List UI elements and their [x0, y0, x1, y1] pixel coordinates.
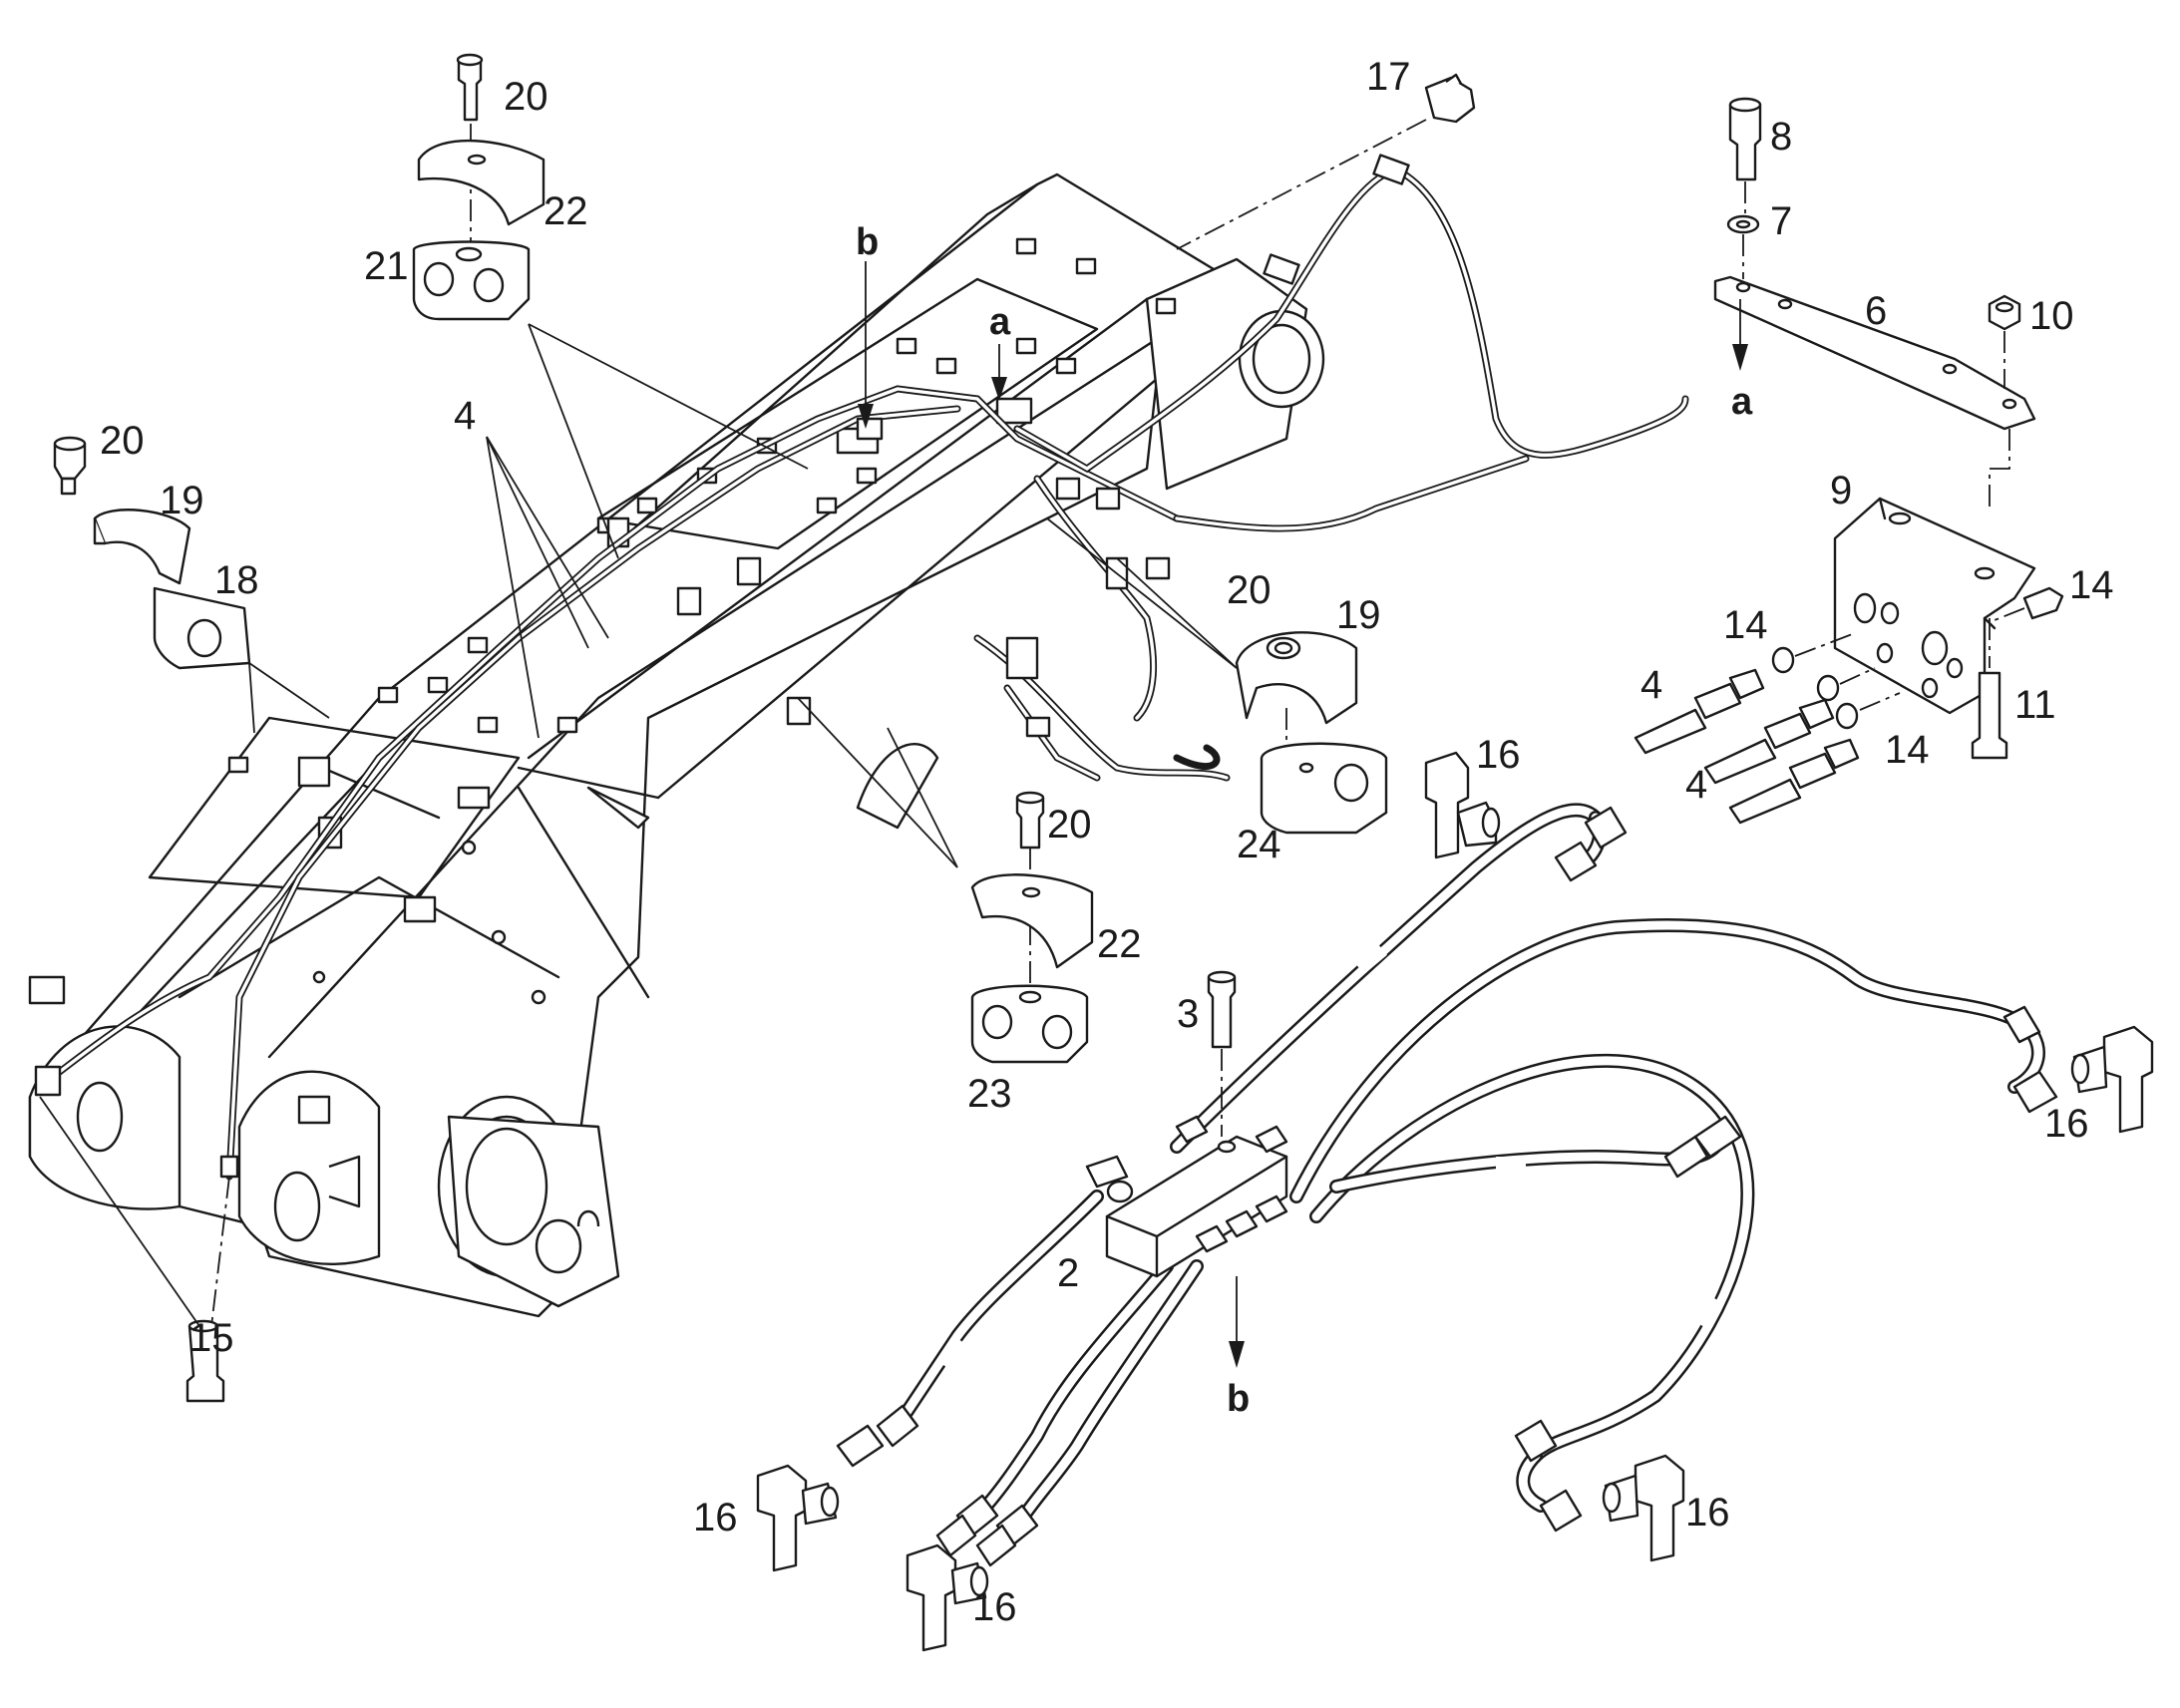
- callout-24: 24: [1237, 823, 1281, 866]
- callout-22: 22: [1097, 922, 1142, 966]
- washer-14c: [1835, 702, 1859, 730]
- callout-16: 16: [693, 1496, 738, 1539]
- callout-4: 4: [1685, 763, 1707, 807]
- callout-19: 19: [1336, 593, 1381, 637]
- callout-22: 22: [544, 189, 588, 233]
- callout-16: 16: [1476, 733, 1521, 777]
- bracket-plate-6: [1713, 275, 2036, 431]
- callout-20: 20: [504, 75, 548, 119]
- bracket-assembly: [1634, 97, 2064, 825]
- callout-20: 20: [100, 419, 145, 463]
- marker-b-top: [858, 261, 874, 429]
- clamp-set-center: [797, 697, 1094, 1064]
- callout-14: 14: [2069, 563, 2114, 607]
- coupler-4b: [1703, 698, 1835, 785]
- callout-19: 19: [160, 479, 204, 522]
- boom-assembly: [28, 172, 1325, 1318]
- valve-block-2: [1085, 1115, 1288, 1368]
- clamp-cap-19-left: [93, 509, 191, 585]
- elbow-16-bottom-right: [1602, 1454, 1685, 1562]
- washer-14b: [1816, 674, 1840, 702]
- callout-9: 9: [1830, 469, 1852, 512]
- clamp-set-top: [412, 53, 809, 559]
- washer-14a: [1771, 646, 1795, 674]
- callout-3: 3: [1177, 992, 1199, 1036]
- callout-labels: 20 22 21 20 19 18 4 17 20 19 24 20 22 23…: [100, 55, 2114, 1629]
- elbow-16-top: [1424, 751, 1501, 859]
- callout-18: 18: [214, 558, 259, 602]
- callout-20: 20: [1227, 568, 1272, 612]
- bolt-20-top: [457, 58, 483, 122]
- marker-a: a: [989, 301, 1011, 343]
- callout-16: 16: [972, 1585, 1017, 1629]
- callout-21: 21: [364, 244, 409, 288]
- clamp-set-right: [1046, 517, 1388, 835]
- coupler-4a: [1634, 668, 1765, 755]
- callout-8: 8: [1770, 115, 1792, 159]
- callout-14: 14: [1723, 603, 1768, 647]
- elbow-16-right: [2070, 1025, 2154, 1134]
- clamp-set-left: [53, 436, 330, 734]
- callout-17: 17: [1366, 55, 1411, 99]
- hose-fittings: [836, 806, 2058, 1567]
- callout-10: 10: [2029, 294, 2074, 338]
- callout-6: 6: [1865, 289, 1887, 333]
- fitting-15: [39, 1096, 230, 1403]
- marker-b: b: [856, 221, 879, 263]
- marker-a-top: [991, 344, 1007, 401]
- callout-7: 7: [1770, 199, 1792, 243]
- boom-cables: [34, 154, 1689, 1181]
- fitting-14-right: [2022, 586, 2064, 620]
- callout-16: 16: [2044, 1102, 2089, 1146]
- elbow-16-bottom: [906, 1543, 989, 1652]
- clamp-cap-22-center: [970, 873, 1094, 969]
- callout-16: 16: [1685, 1491, 1730, 1535]
- marker-b: b: [1227, 1378, 1250, 1420]
- clamp-block-21: [412, 240, 531, 321]
- bolt-20-center: [1015, 796, 1045, 850]
- callout-4: 4: [1640, 663, 1662, 707]
- callout-15: 15: [189, 1316, 234, 1360]
- bolt-11: [1971, 671, 2008, 760]
- elbow-16-bottom-left: [756, 1464, 840, 1572]
- callout-20: 20: [1047, 803, 1092, 847]
- fitting-17: [1176, 73, 1476, 250]
- clamp-cap-19-right: [1235, 631, 1358, 725]
- callout-2: 2: [1057, 1251, 1079, 1295]
- marker-a: a: [1731, 381, 1753, 423]
- nut-10: [1988, 294, 2021, 331]
- callout-14: 14: [1885, 728, 1930, 772]
- bolt-3: [1207, 970, 1237, 1137]
- bolt-8: [1728, 103, 1762, 181]
- callout-11: 11: [2014, 683, 2056, 727]
- callout-4: 4: [454, 394, 476, 438]
- clamp-cap-22-top: [417, 139, 545, 226]
- coupler-4c: [1728, 738, 1860, 825]
- callout-23: 23: [967, 1072, 1012, 1116]
